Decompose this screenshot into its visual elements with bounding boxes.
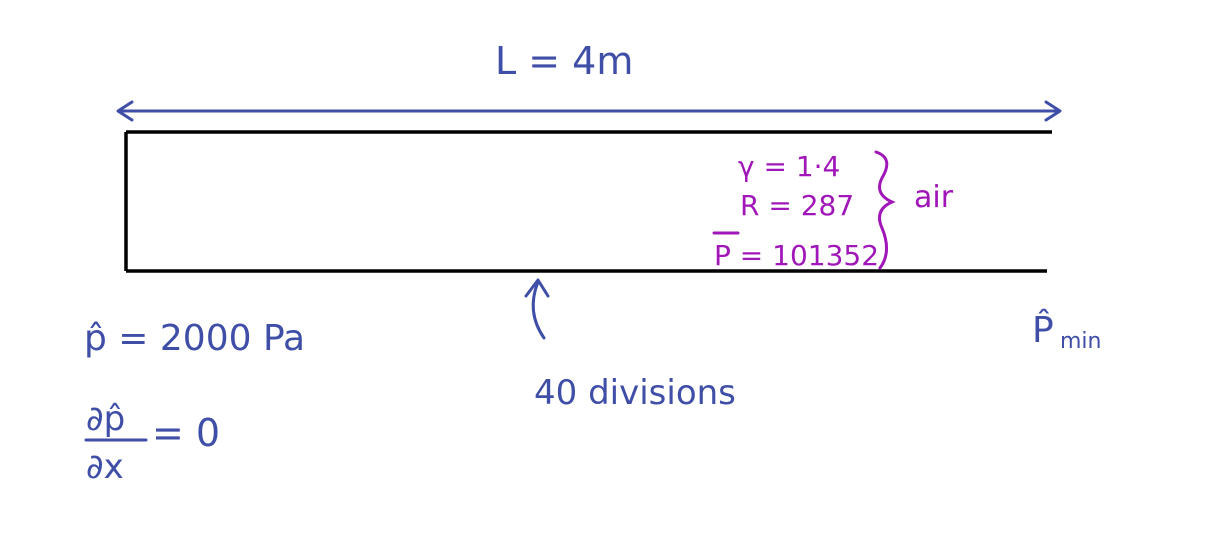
divisions-pointer-arrow [524, 278, 550, 340]
right-pressure-subscript: min [1060, 329, 1102, 354]
left-pressure-bc: p̂ = 2000 Pa [84, 318, 305, 359]
length-label: L = 4m [495, 39, 633, 83]
mean-pressure-value: P = 101352 [714, 239, 879, 272]
gradient-numerator: ∂p̂ [86, 399, 125, 439]
length-arrow [116, 100, 1062, 122]
pipe-outline [124, 130, 1052, 273]
air-label: air [914, 180, 954, 215]
gradient-denominator: ∂x [86, 447, 124, 487]
gamma-value: γ = 1·4 [738, 150, 840, 183]
divisions-label: 40 divisions [534, 373, 736, 413]
air-brace [874, 150, 896, 270]
right-pressure-bc: P̂ [1032, 308, 1054, 351]
gas-constant-value: R = 287 [740, 189, 854, 222]
gradient-rhs: = 0 [152, 411, 220, 455]
